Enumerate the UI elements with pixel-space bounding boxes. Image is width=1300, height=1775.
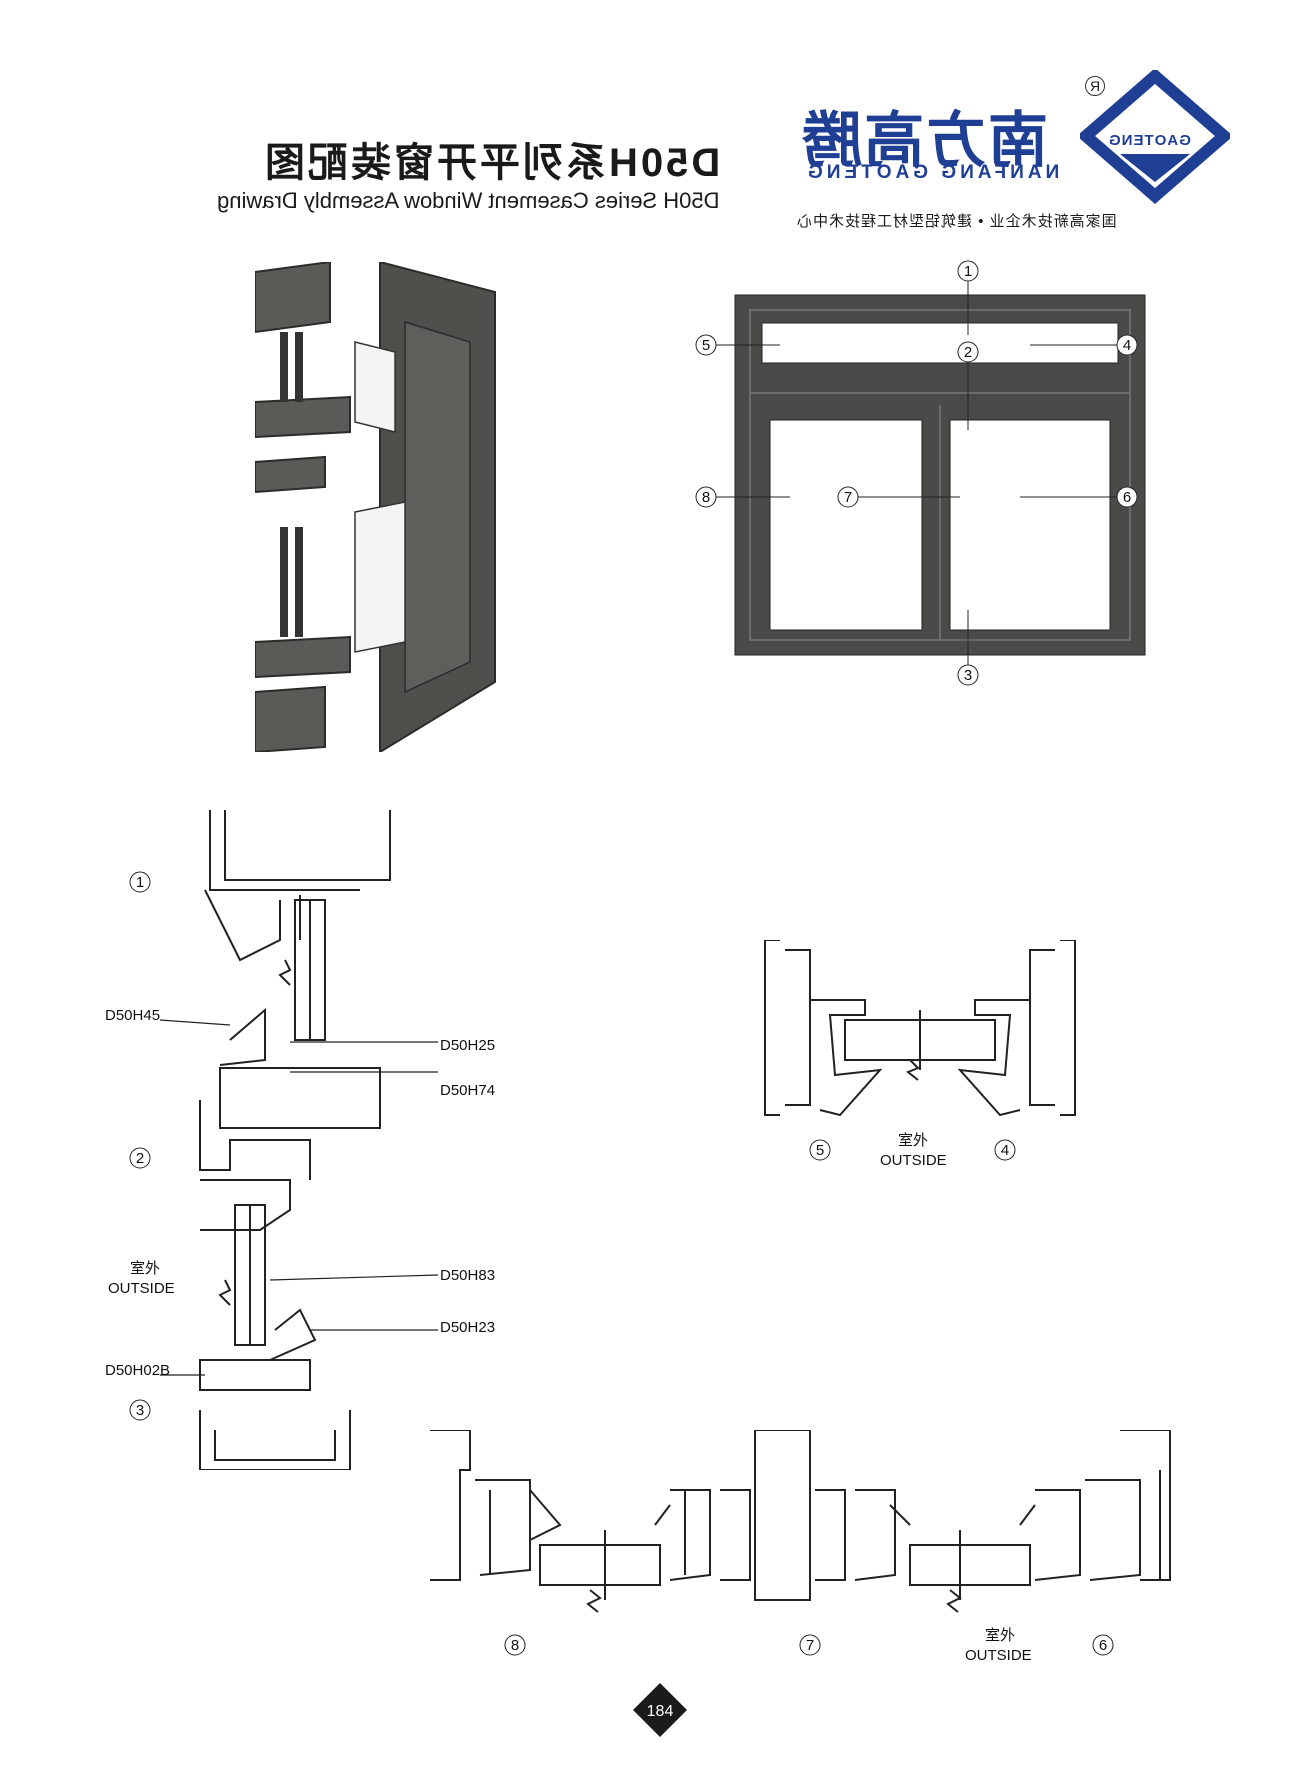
page-number-badge: 184 xyxy=(633,1683,687,1737)
vsection-marker-2: 2 xyxy=(129,1147,151,1169)
svg-text:1: 1 xyxy=(136,874,144,891)
vsection-outside-en: OUTSIDE xyxy=(108,1280,175,1297)
sash-outside-cn: 室外 xyxy=(985,1627,1015,1644)
svg-text:8: 8 xyxy=(702,489,710,506)
svg-text:2: 2 xyxy=(964,344,972,361)
transom-outside-en: OUTSIDE xyxy=(880,1152,947,1169)
svg-text:7: 7 xyxy=(806,1637,814,1654)
svg-text:6: 6 xyxy=(1123,489,1131,506)
elevation-marker-4: 4 xyxy=(1116,334,1138,356)
transom-section-drawing: 5 4 室外 OUTSIDE xyxy=(764,940,1076,1169)
sash-marker-7: 7 xyxy=(799,1634,821,1656)
vsection-marker-3: 3 xyxy=(129,1399,151,1421)
brand-tagline: 国家高新技术企业 • 建筑铝型材工程技术中心 xyxy=(796,213,1117,230)
label-d50h25: D50H25 xyxy=(440,1037,495,1054)
vsection-outside-cn: 室外 xyxy=(130,1260,160,1277)
elevation-marker-2: 2 xyxy=(957,341,979,363)
gaoteng-logo-icon xyxy=(1080,70,1230,204)
label-d50h02b: D50H02B xyxy=(105,1362,170,1379)
brand-logo: 南方高腾 NANFANG GAOTENG 国家高新技术企业 • 建筑铝型材工程技… xyxy=(790,70,1230,240)
brand-name-en: NANFANG GAOTENG xyxy=(804,162,1060,183)
sash-section-drawing: 8 7 6 室外 OUTSIDE xyxy=(430,1430,1171,1664)
label-d50h23: D50H23 xyxy=(440,1319,495,1336)
svg-text:2: 2 xyxy=(136,1150,144,1167)
svg-text:3: 3 xyxy=(964,667,972,684)
page-title: D50H系列平开窗装配图 xyxy=(261,141,720,185)
svg-text:6: 6 xyxy=(1099,1637,1107,1654)
elevation-marker-6: 6 xyxy=(1116,486,1138,508)
transom-marker-5: 5 xyxy=(809,1139,831,1161)
label-d50h45: D50H45 xyxy=(105,1007,160,1024)
svg-text:1: 1 xyxy=(964,263,972,280)
svg-text:5: 5 xyxy=(816,1142,824,1159)
elevation-marker-5: 5 xyxy=(695,334,717,356)
logo-text: GAOTENG xyxy=(1108,132,1191,149)
svg-text:4: 4 xyxy=(1001,1142,1009,1159)
elevation-marker-3: 3 xyxy=(957,664,979,686)
svg-text:7: 7 xyxy=(844,489,852,506)
svg-text:4: 4 xyxy=(1123,337,1131,354)
page-number: 184 xyxy=(647,1703,674,1720)
profile-3d-render xyxy=(255,262,496,752)
vertical-section-drawing: 1 2 3 D50H45 D50H25 D50H74 D50H83 D50H23… xyxy=(105,810,495,1470)
transom-marker-4: 4 xyxy=(994,1139,1016,1161)
vsection-marker-1: 1 xyxy=(129,871,151,893)
window-elevation: 1 2 3 4 5 6 7 8 xyxy=(695,260,1146,686)
svg-text:5: 5 xyxy=(702,337,710,354)
sash-marker-6: 6 xyxy=(1092,1634,1114,1656)
elevation-marker-1: 1 xyxy=(957,260,979,282)
elevation-marker-8: 8 xyxy=(695,486,717,508)
sash-outside-en: OUTSIDE xyxy=(965,1647,1032,1664)
svg-text:8: 8 xyxy=(511,1637,519,1654)
label-d50h74: D50H74 xyxy=(440,1082,495,1099)
sash-marker-8: 8 xyxy=(504,1634,526,1656)
page-subtitle: D50H Series Casement Window Assembly Dra… xyxy=(217,188,720,213)
registered-mark: R xyxy=(1085,76,1105,96)
svg-text:3: 3 xyxy=(136,1402,144,1419)
transom-outside-cn: 室外 xyxy=(898,1132,928,1149)
label-d50h83: D50H83 xyxy=(440,1267,495,1284)
elevation-marker-7: 7 xyxy=(837,486,859,508)
